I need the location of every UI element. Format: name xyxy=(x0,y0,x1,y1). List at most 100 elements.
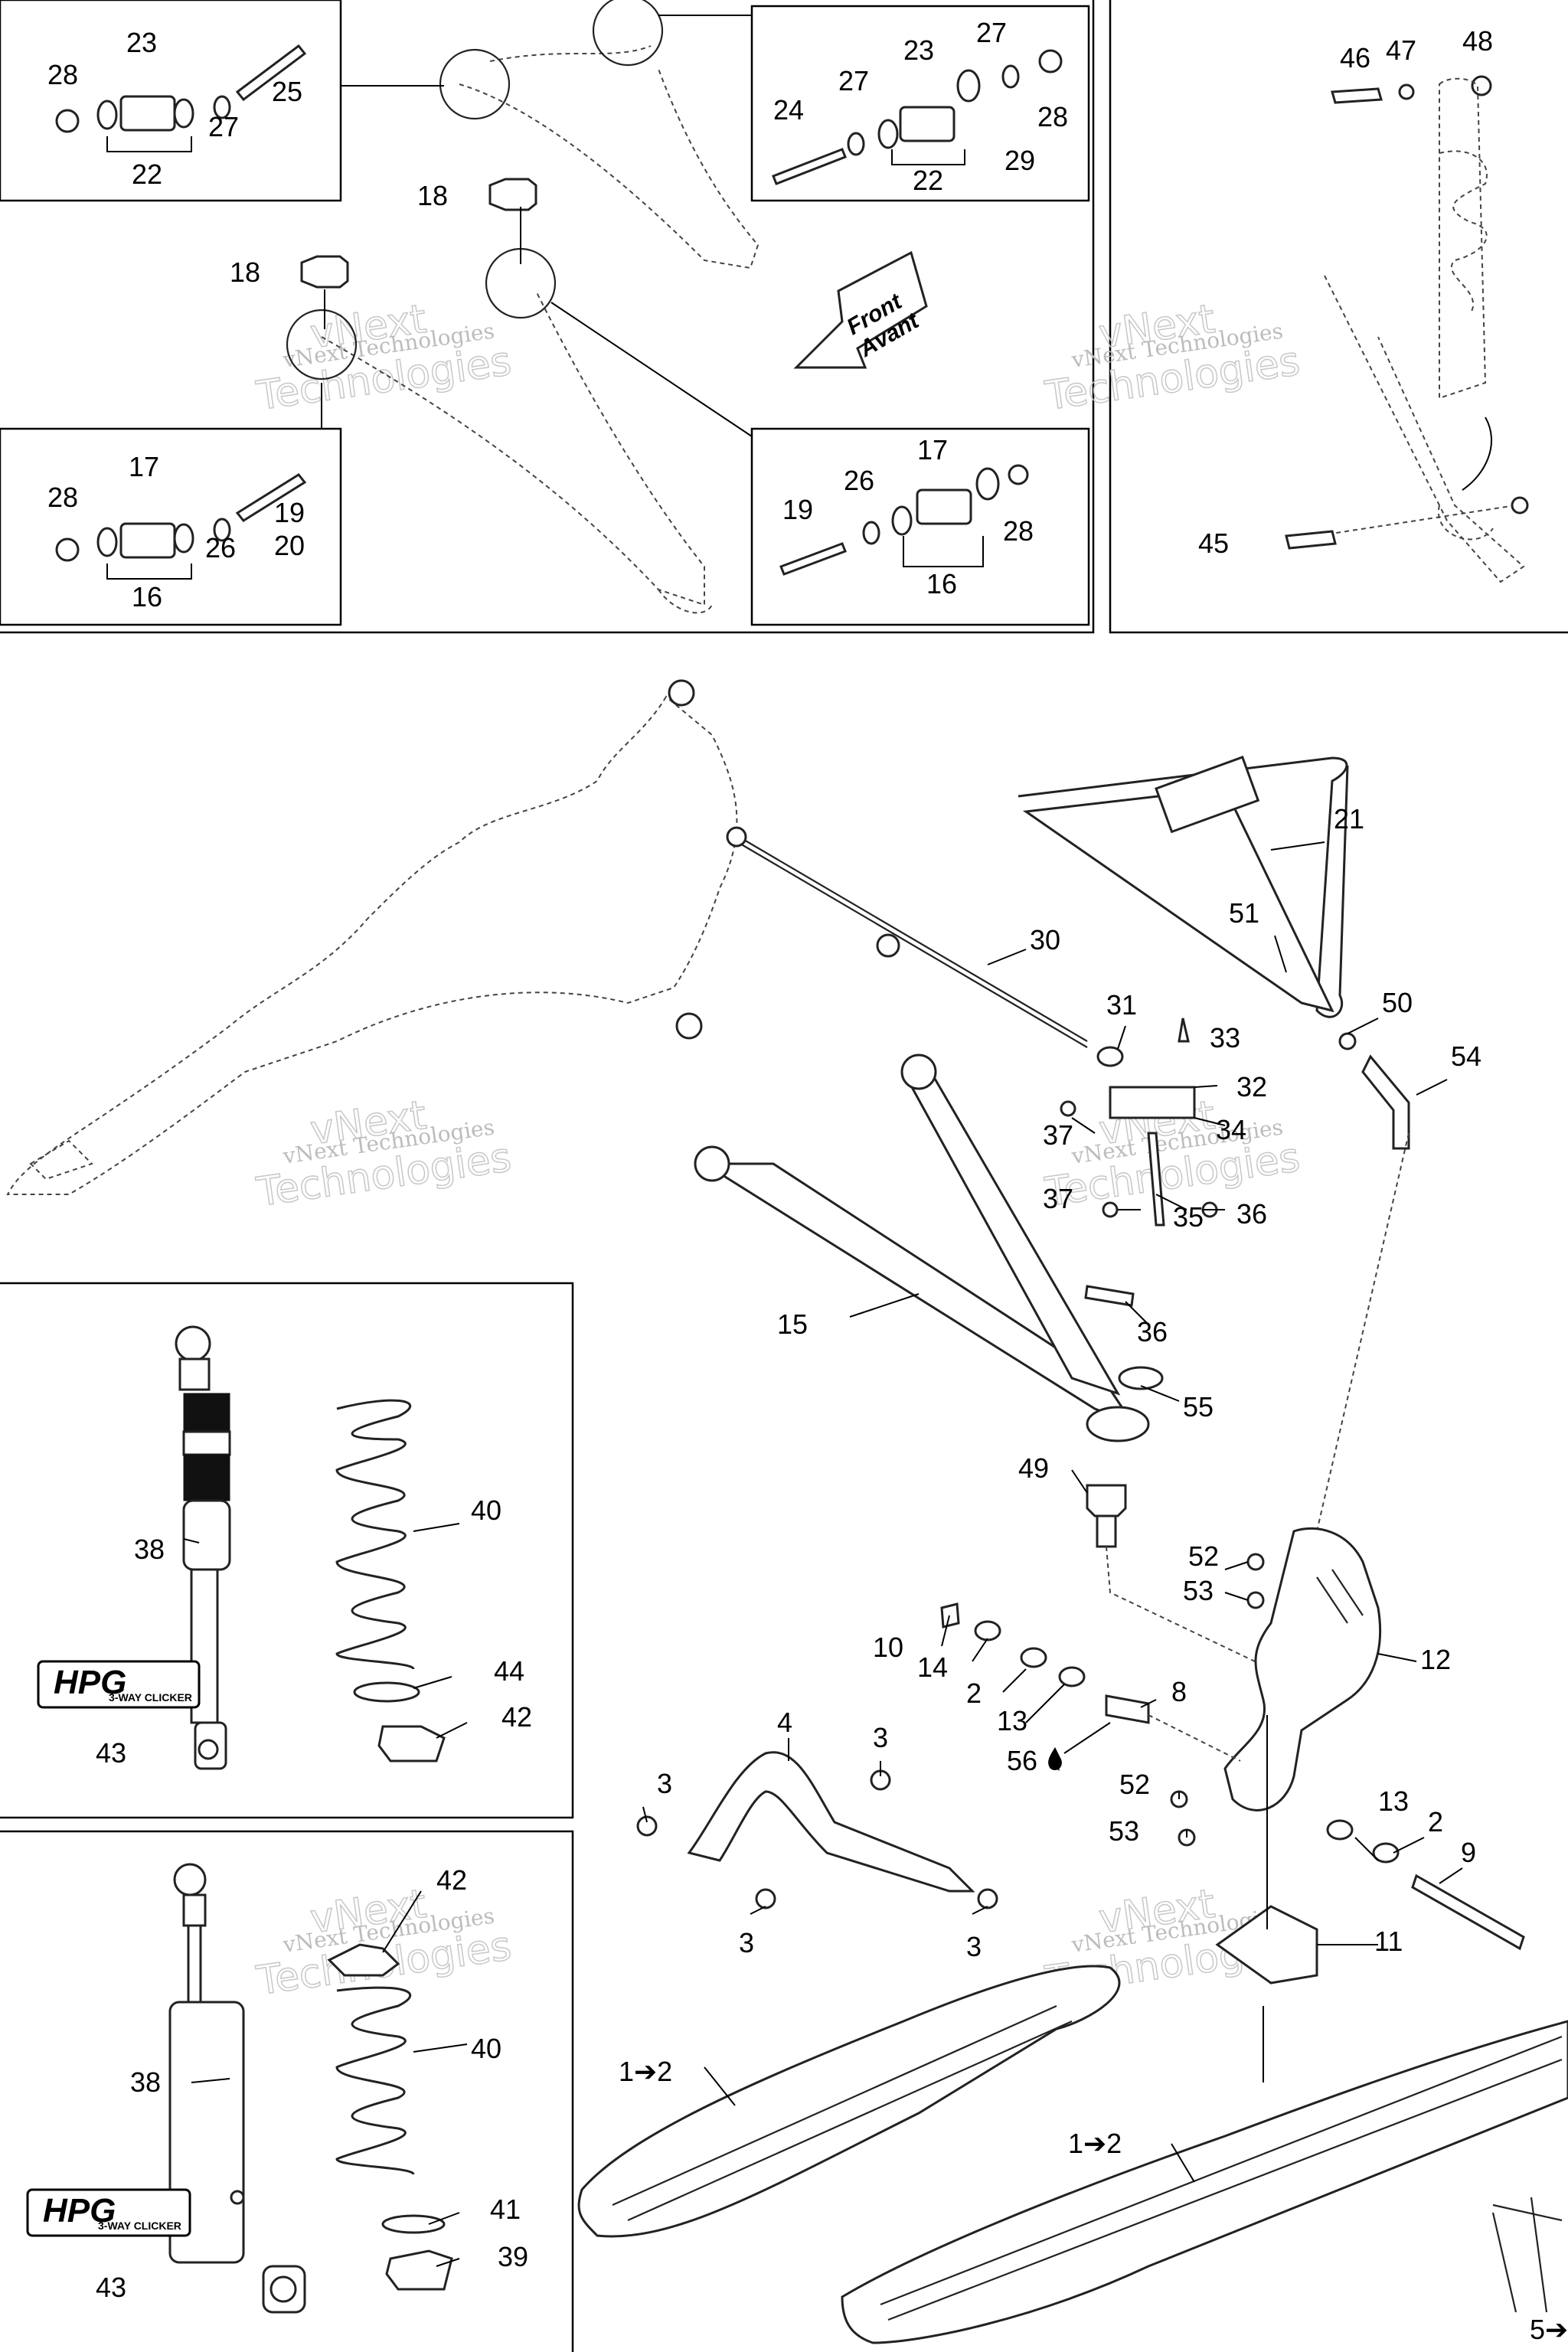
inset-lower-front-parts xyxy=(55,473,307,580)
lower-a-arm xyxy=(694,1054,1164,1442)
callout-36b: 36 xyxy=(1137,1316,1168,1348)
inset-lower-rear-parts xyxy=(779,464,1029,576)
callout-40: 40 xyxy=(471,1494,501,1526)
frame-shock-hpg xyxy=(0,1282,574,1819)
callout-11: 11 xyxy=(1374,1926,1403,1957)
callout-24: 24 xyxy=(773,94,804,126)
callout-37: 37 xyxy=(1043,1119,1073,1151)
callout-26: 26 xyxy=(205,532,236,564)
callout-14: 14 xyxy=(917,1651,948,1683)
skis xyxy=(577,1965,1568,2344)
callout-52b: 52 xyxy=(1119,1769,1150,1800)
callout-43: 43 xyxy=(96,1737,126,1769)
callout-17: 17 xyxy=(129,451,159,482)
callout-30: 30 xyxy=(1030,924,1060,956)
upper-a-arm xyxy=(1018,756,1349,1018)
callout-45: 45 xyxy=(1198,528,1229,559)
callout-26b: 26 xyxy=(844,465,874,496)
callout-43b: 43 xyxy=(96,2272,126,2303)
callout-52: 52 xyxy=(1188,1540,1219,1572)
callout-17b: 17 xyxy=(917,434,948,466)
callout-23b: 23 xyxy=(903,34,934,66)
hpg-logo-std-text: HPG xyxy=(43,2192,116,2230)
callout-20: 20 xyxy=(274,530,305,561)
hpg-logo-sub: 3-WAY CLICKER xyxy=(109,1691,192,1704)
callout-1-2b: 1➔2 xyxy=(1068,2128,1122,2159)
callout-32: 32 xyxy=(1236,1071,1267,1102)
callout-27: 27 xyxy=(208,111,239,142)
callout-49: 49 xyxy=(1018,1452,1049,1484)
callout-1-2: 1➔2 xyxy=(619,2056,672,2087)
callout-39: 39 xyxy=(498,2241,528,2272)
spindle-link-parts xyxy=(1060,1018,1410,1307)
callout-27b: 27 xyxy=(838,65,869,96)
callout-53: 53 xyxy=(1183,1575,1214,1606)
callout-15: 15 xyxy=(777,1308,808,1340)
callout-10: 10 xyxy=(873,1632,903,1663)
spindle xyxy=(1223,1527,1382,1811)
callout-29: 29 xyxy=(1004,145,1035,176)
callout-28c: 28 xyxy=(47,482,78,513)
callout-38: 38 xyxy=(134,1534,165,1565)
callout-38b: 38 xyxy=(130,2066,161,2098)
callout-33: 33 xyxy=(1210,1022,1240,1054)
hpg-logo: HPG 3-WAY CLICKER xyxy=(37,1660,201,1709)
callout-54: 54 xyxy=(1451,1040,1481,1072)
front-avant-arrow: Front Avant xyxy=(793,250,928,369)
spring-hpg xyxy=(335,1399,446,1762)
callout-3d: 3 xyxy=(966,1931,982,1962)
callout-5: 5➔ xyxy=(1530,2314,1568,2345)
inset-lower-bushing-front xyxy=(0,427,342,626)
inset-upper-rear-parts xyxy=(772,49,1063,185)
callout-51: 51 xyxy=(1229,897,1259,929)
callout-27c: 27 xyxy=(976,17,1007,48)
callout-35: 35 xyxy=(1173,1201,1204,1233)
callout-34: 34 xyxy=(1216,1114,1246,1145)
callout-23: 23 xyxy=(126,27,157,58)
callout-3b: 3 xyxy=(873,1722,888,1753)
callout-18b: 18 xyxy=(230,256,260,288)
upper-a-arm-dashed xyxy=(439,0,760,319)
callout-16b: 16 xyxy=(926,568,957,599)
hpg-logo-std-sub: 3-WAY CLICKER xyxy=(98,2220,181,2232)
spring-std xyxy=(327,1943,453,2291)
callout-56-group: 56 xyxy=(1007,1745,1062,1776)
callout-4: 4 xyxy=(777,1707,792,1738)
callout-31: 31 xyxy=(1106,989,1137,1021)
callout-3: 3 xyxy=(657,1768,672,1799)
callout-22b: 22 xyxy=(913,165,943,196)
callout-9: 9 xyxy=(1461,1837,1476,1868)
callout-47: 47 xyxy=(1386,34,1416,66)
callout-21: 21 xyxy=(1334,803,1364,835)
inset-upper-front-parts xyxy=(55,44,307,152)
callout-12: 12 xyxy=(1420,1644,1451,1675)
callout-41: 41 xyxy=(490,2194,521,2225)
frame-top-left xyxy=(0,0,1095,634)
callout-40b: 40 xyxy=(471,2033,501,2064)
callout-13b: 13 xyxy=(1378,1785,1409,1817)
chassis-outline-dashed xyxy=(6,679,900,1195)
callout-53b: 53 xyxy=(1109,1815,1139,1847)
hpg-logo-std: HPG 3-WAY CLICKER xyxy=(26,2188,191,2237)
callout-19: 19 xyxy=(274,497,305,528)
callout-28b: 28 xyxy=(1037,101,1068,132)
frame-top-right xyxy=(1109,0,1568,634)
callout-18: 18 xyxy=(417,180,448,211)
callout-55: 55 xyxy=(1183,1391,1214,1423)
ski-handle xyxy=(636,1751,998,1909)
callout-50: 50 xyxy=(1382,987,1413,1018)
callout-37b: 37 xyxy=(1043,1183,1073,1214)
callout-28d: 28 xyxy=(1003,515,1034,547)
stabilizer-link xyxy=(726,826,1124,1067)
callout-25: 25 xyxy=(272,76,302,107)
callout-13: 13 xyxy=(997,1705,1027,1736)
grease-drop-icon xyxy=(1048,1747,1062,1771)
inset-lower-bushing-rear xyxy=(750,427,1090,626)
callout-28: 28 xyxy=(47,59,78,90)
callout-labels: 28 23 25 27 22 27 23 27 24 28 29 22 18 1… xyxy=(47,17,1568,2345)
callout-48: 48 xyxy=(1462,25,1493,57)
callout-42b: 42 xyxy=(436,1864,467,1896)
lower-a-arm-dashed xyxy=(286,290,713,614)
